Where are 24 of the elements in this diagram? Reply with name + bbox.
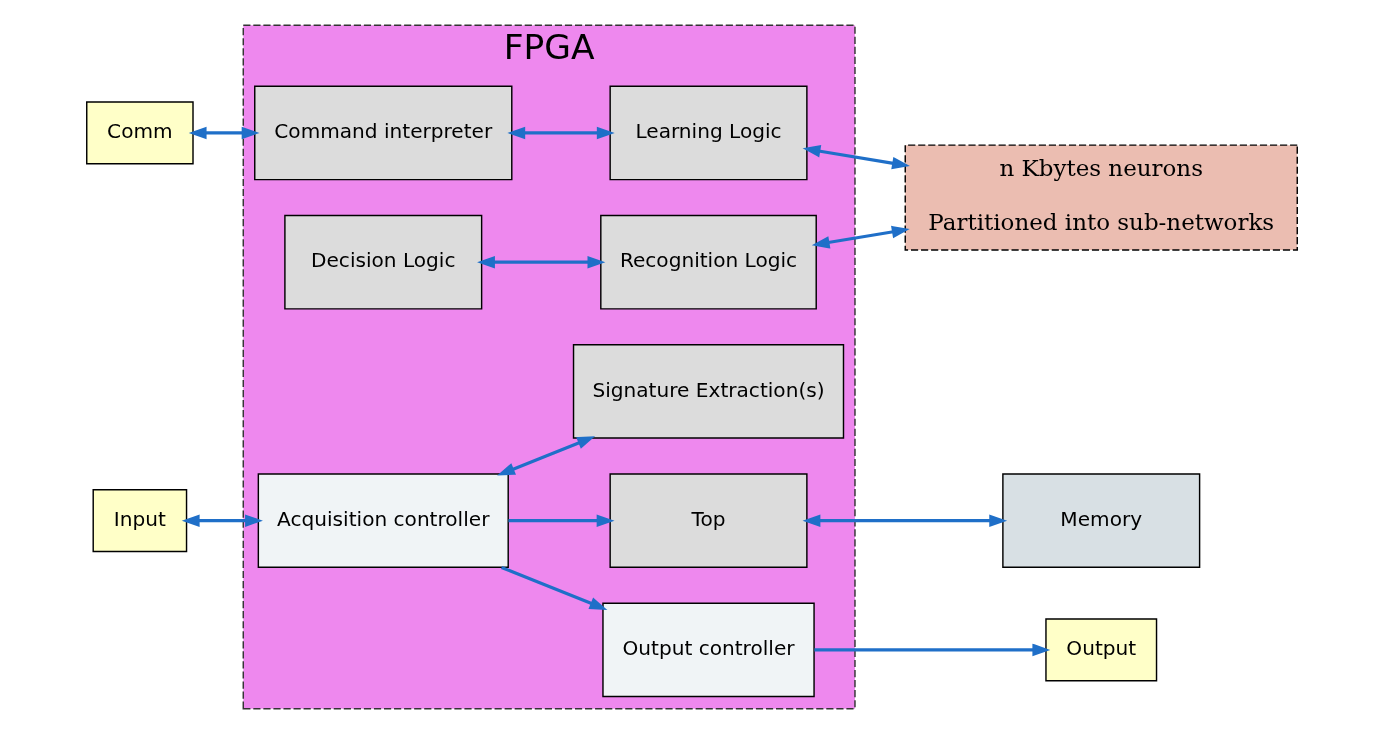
node-box: Recognition Logic [600,214,817,310]
node-box: Command interpreter [254,85,513,181]
arrow [811,225,910,249]
arrow [477,255,606,269]
node-box: Signature Extraction(s) [572,344,845,439]
node-box: Input [92,489,188,553]
node-box: n Kbytes neurons Partitioned into sub-networks [904,144,1298,251]
node-box: Decision Logic [284,214,483,310]
arrow [802,514,1008,527]
node-box: Memory [1002,473,1201,569]
node-box: Output controller [602,602,815,698]
node-box: Output [1045,618,1158,682]
arrow [802,145,910,170]
arrow [814,643,1051,657]
arrow [508,514,615,527]
node-box: Comm [86,101,194,165]
arrow [181,514,263,527]
node-box: Learning Logic [609,85,808,181]
node-box: Acquisition controller [257,473,509,569]
arrow [497,436,596,476]
arrow [507,126,615,140]
node-box: Top [609,473,808,569]
arrow [188,126,260,140]
arrow [500,566,608,610]
